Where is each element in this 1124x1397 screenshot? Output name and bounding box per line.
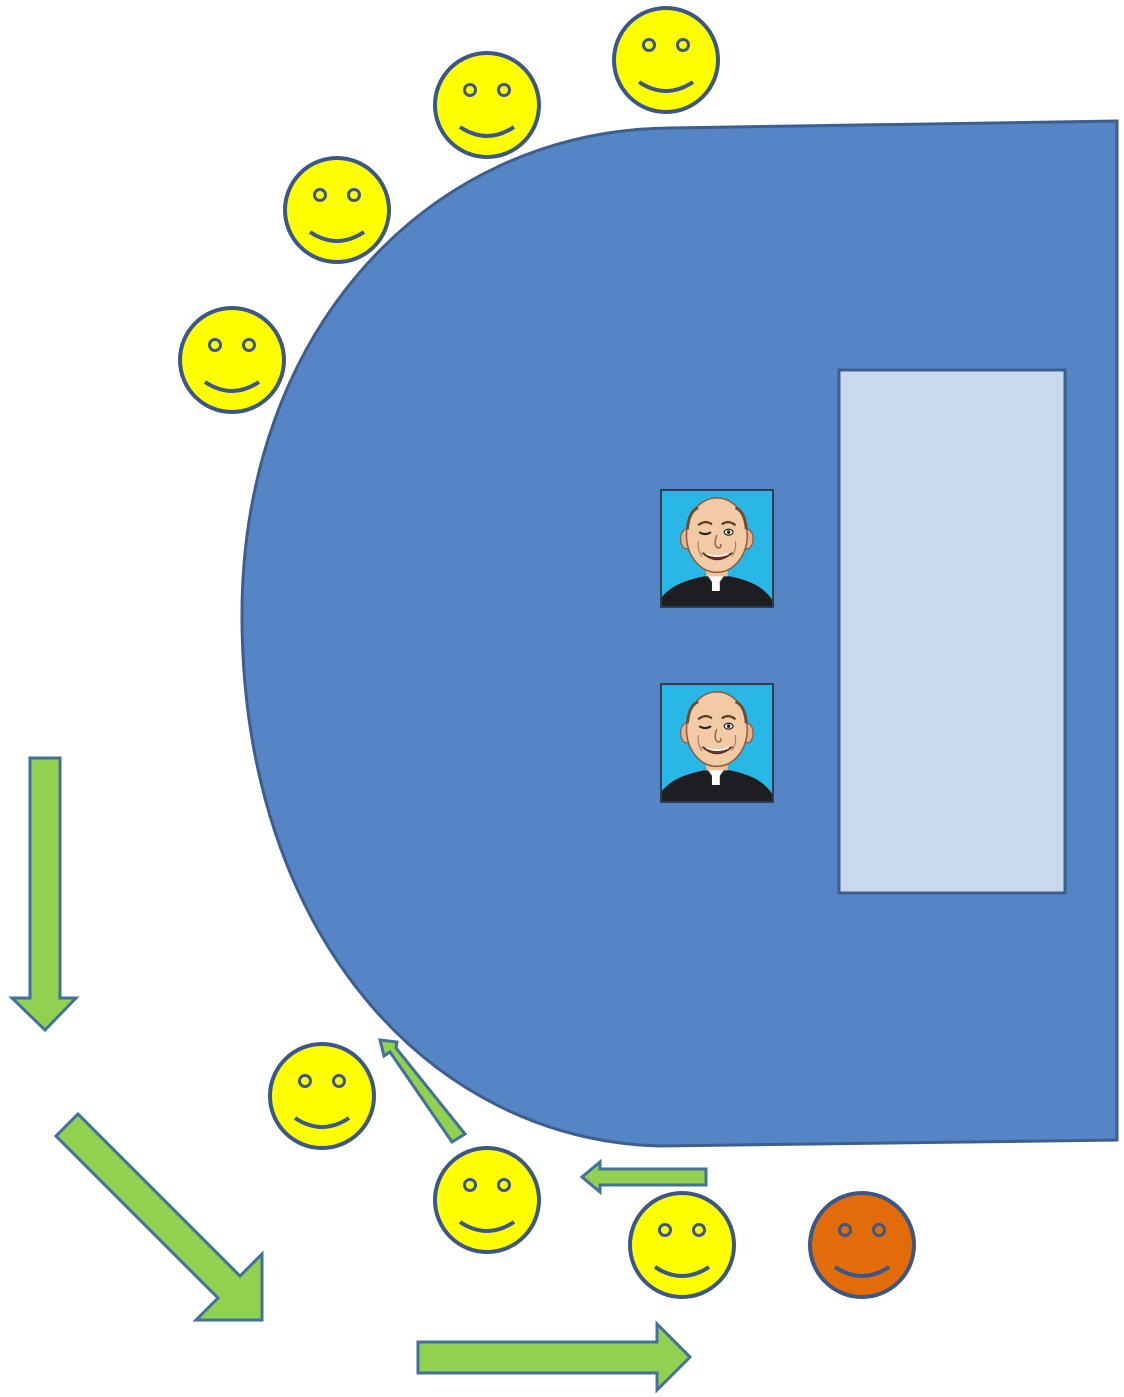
- arrow-left-icon: [579, 1158, 708, 1196]
- smiley-face-icon: [268, 1042, 376, 1150]
- smiley-face-icon: [178, 306, 286, 414]
- priest-portrait-icon: [660, 683, 774, 803]
- altar: [837, 368, 1067, 895]
- smiley-face-icon: [433, 1146, 541, 1254]
- arrow-down-right-icon: [53, 1111, 264, 1322]
- smiley-face-icon: [283, 156, 391, 264]
- smiley-face-icon: [612, 6, 720, 114]
- arrow-up-left-icon: [378, 1038, 468, 1145]
- smiley-face-icon: [433, 51, 541, 159]
- priest-portrait-icon: [660, 489, 774, 608]
- arrow-right-icon: [416, 1320, 693, 1394]
- arrow-down-icon: [8, 756, 80, 1033]
- smiley-face-icon: [808, 1191, 916, 1299]
- smiley-face-icon: [628, 1191, 736, 1299]
